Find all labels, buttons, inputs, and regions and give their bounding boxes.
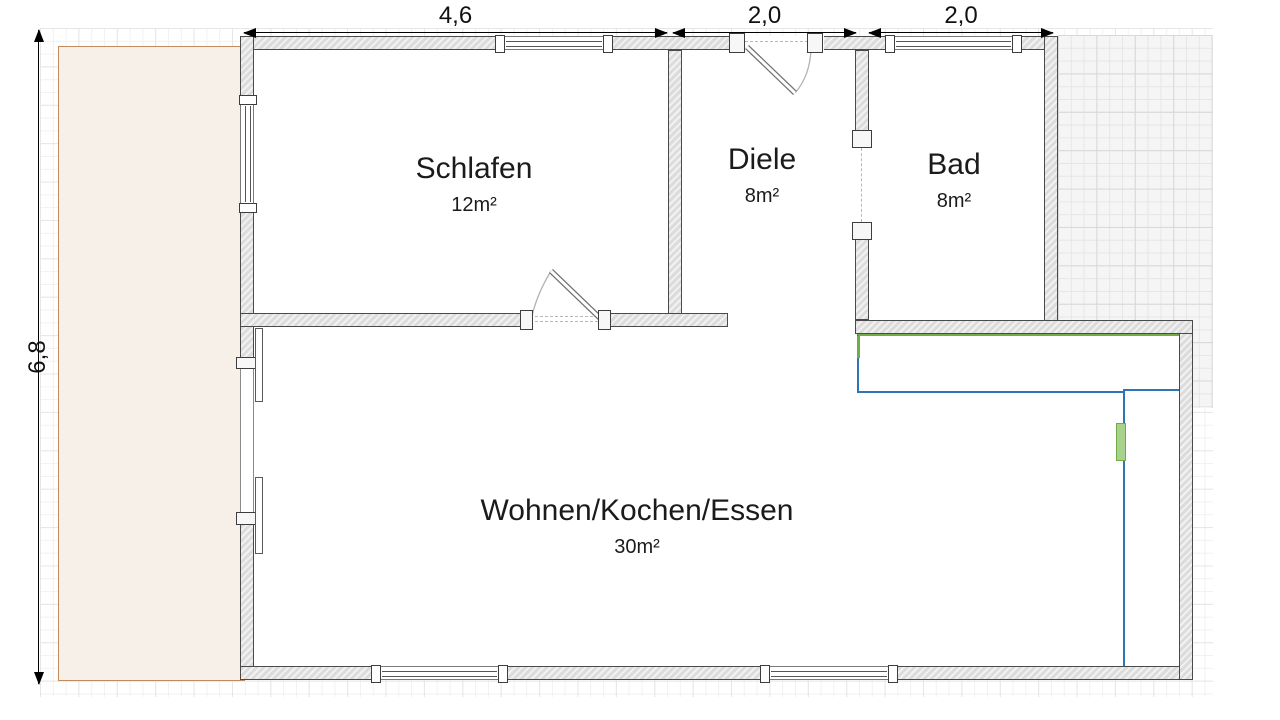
arrow-right-icon [1041, 27, 1054, 38]
door-dash [535, 316, 598, 317]
room-name: Wohnen/Kochen/Essen [480, 494, 794, 527]
arrow-left-icon [672, 27, 685, 38]
dimension-value: 2,0 [944, 2, 978, 29]
dimension-value: 6,8 [24, 340, 51, 374]
window-cap [239, 95, 257, 105]
window-glass [896, 40, 1011, 47]
wall-bad-bottom[interactable] [855, 320, 1193, 334]
counter-green-edge [857, 336, 860, 358]
dimension-line [673, 32, 856, 33]
kitchen-appliance[interactable] [1116, 423, 1126, 461]
room-area: 8m² [936, 190, 972, 212]
room-diele[interactable] [682, 50, 855, 313]
window-glass [771, 670, 887, 677]
wall-schlafen-wohnen[interactable] [240, 313, 728, 327]
door-schlafen-opening[interactable] [523, 313, 610, 327]
arrow-left-icon [243, 27, 256, 38]
window-bad-top[interactable] [885, 35, 1022, 53]
window-wohnen-bottom-left[interactable] [371, 665, 508, 683]
door-bad-opening[interactable] [855, 148, 869, 222]
door-jamb [807, 33, 823, 53]
label-schlafen: Schlafen 12m² [339, 152, 609, 217]
sliding-door-panel[interactable] [255, 328, 263, 402]
wall-schlafen-diele[interactable] [668, 50, 682, 327]
door-jamb [729, 33, 745, 53]
window-schlafen-top[interactable] [495, 35, 613, 53]
door-jamb [520, 310, 533, 330]
window-cap [495, 35, 505, 53]
room-bad[interactable] [869, 50, 1044, 320]
arrow-up-icon [33, 29, 44, 42]
dimension-line [869, 32, 1053, 33]
window-cap [371, 665, 381, 683]
dimension-top-schlafen: 4,6 [243, 2, 668, 38]
door-dash [861, 148, 862, 222]
kitchen-counter-right[interactable] [1123, 389, 1185, 670]
wall-bad-right[interactable] [1044, 36, 1058, 333]
dimension-top-bad: 2,0 [868, 2, 1054, 38]
window-cap [1012, 35, 1022, 53]
dimension-line [38, 30, 39, 684]
window-schlafen-left[interactable] [239, 95, 257, 213]
label-bad: Bad 8m² [874, 148, 1034, 213]
room-name: Diele [727, 143, 797, 176]
window-cap [498, 665, 508, 683]
window-cap [239, 203, 257, 213]
room-area: 30m² [614, 536, 660, 558]
window-cap [885, 35, 895, 53]
room-area: 12m² [451, 194, 497, 216]
door-entry-opening[interactable] [729, 36, 824, 50]
room-name: Schlafen [415, 152, 533, 185]
dimension-value: 4,6 [438, 2, 473, 29]
door-jamb [852, 130, 872, 148]
door-dash [535, 321, 598, 322]
arrow-right-icon [844, 27, 857, 38]
window-wohnen-bottom-right[interactable] [760, 665, 898, 683]
door-jamb [236, 512, 257, 525]
room-name: Bad [927, 148, 981, 181]
arrow-right-icon [655, 27, 668, 38]
sliding-door-panel[interactable] [255, 477, 263, 554]
window-cap [760, 665, 770, 683]
sliding-door-opening[interactable] [240, 368, 254, 513]
window-cap [603, 35, 613, 53]
dimension-value: 2,0 [747, 2, 782, 29]
door-jamb [598, 310, 611, 330]
door-jamb [236, 357, 257, 369]
room-schlafen[interactable] [254, 50, 668, 313]
kitchen-counter-top[interactable] [857, 334, 1185, 393]
door-dash [745, 41, 808, 42]
room-area: 8m² [744, 185, 780, 207]
terrace-area[interactable] [58, 46, 245, 681]
window-cap [888, 665, 898, 683]
window-glass [506, 40, 602, 47]
dimension-top-diele: 2,0 [672, 2, 857, 38]
dimension-left-height: 6,8 [24, 28, 54, 686]
door-jamb [852, 222, 872, 240]
label-wohnen: Wohnen/Kochen/Essen 30m² [437, 494, 837, 559]
arrow-left-icon [868, 27, 881, 38]
arrow-down-icon [33, 672, 44, 685]
window-glass [382, 670, 497, 677]
dimension-line [244, 32, 667, 33]
window-glass [244, 106, 251, 202]
wall-exterior-right[interactable] [1179, 322, 1193, 680]
label-diele: Diele 8m² [692, 143, 832, 208]
door-entry-swing[interactable] [740, 40, 830, 102]
